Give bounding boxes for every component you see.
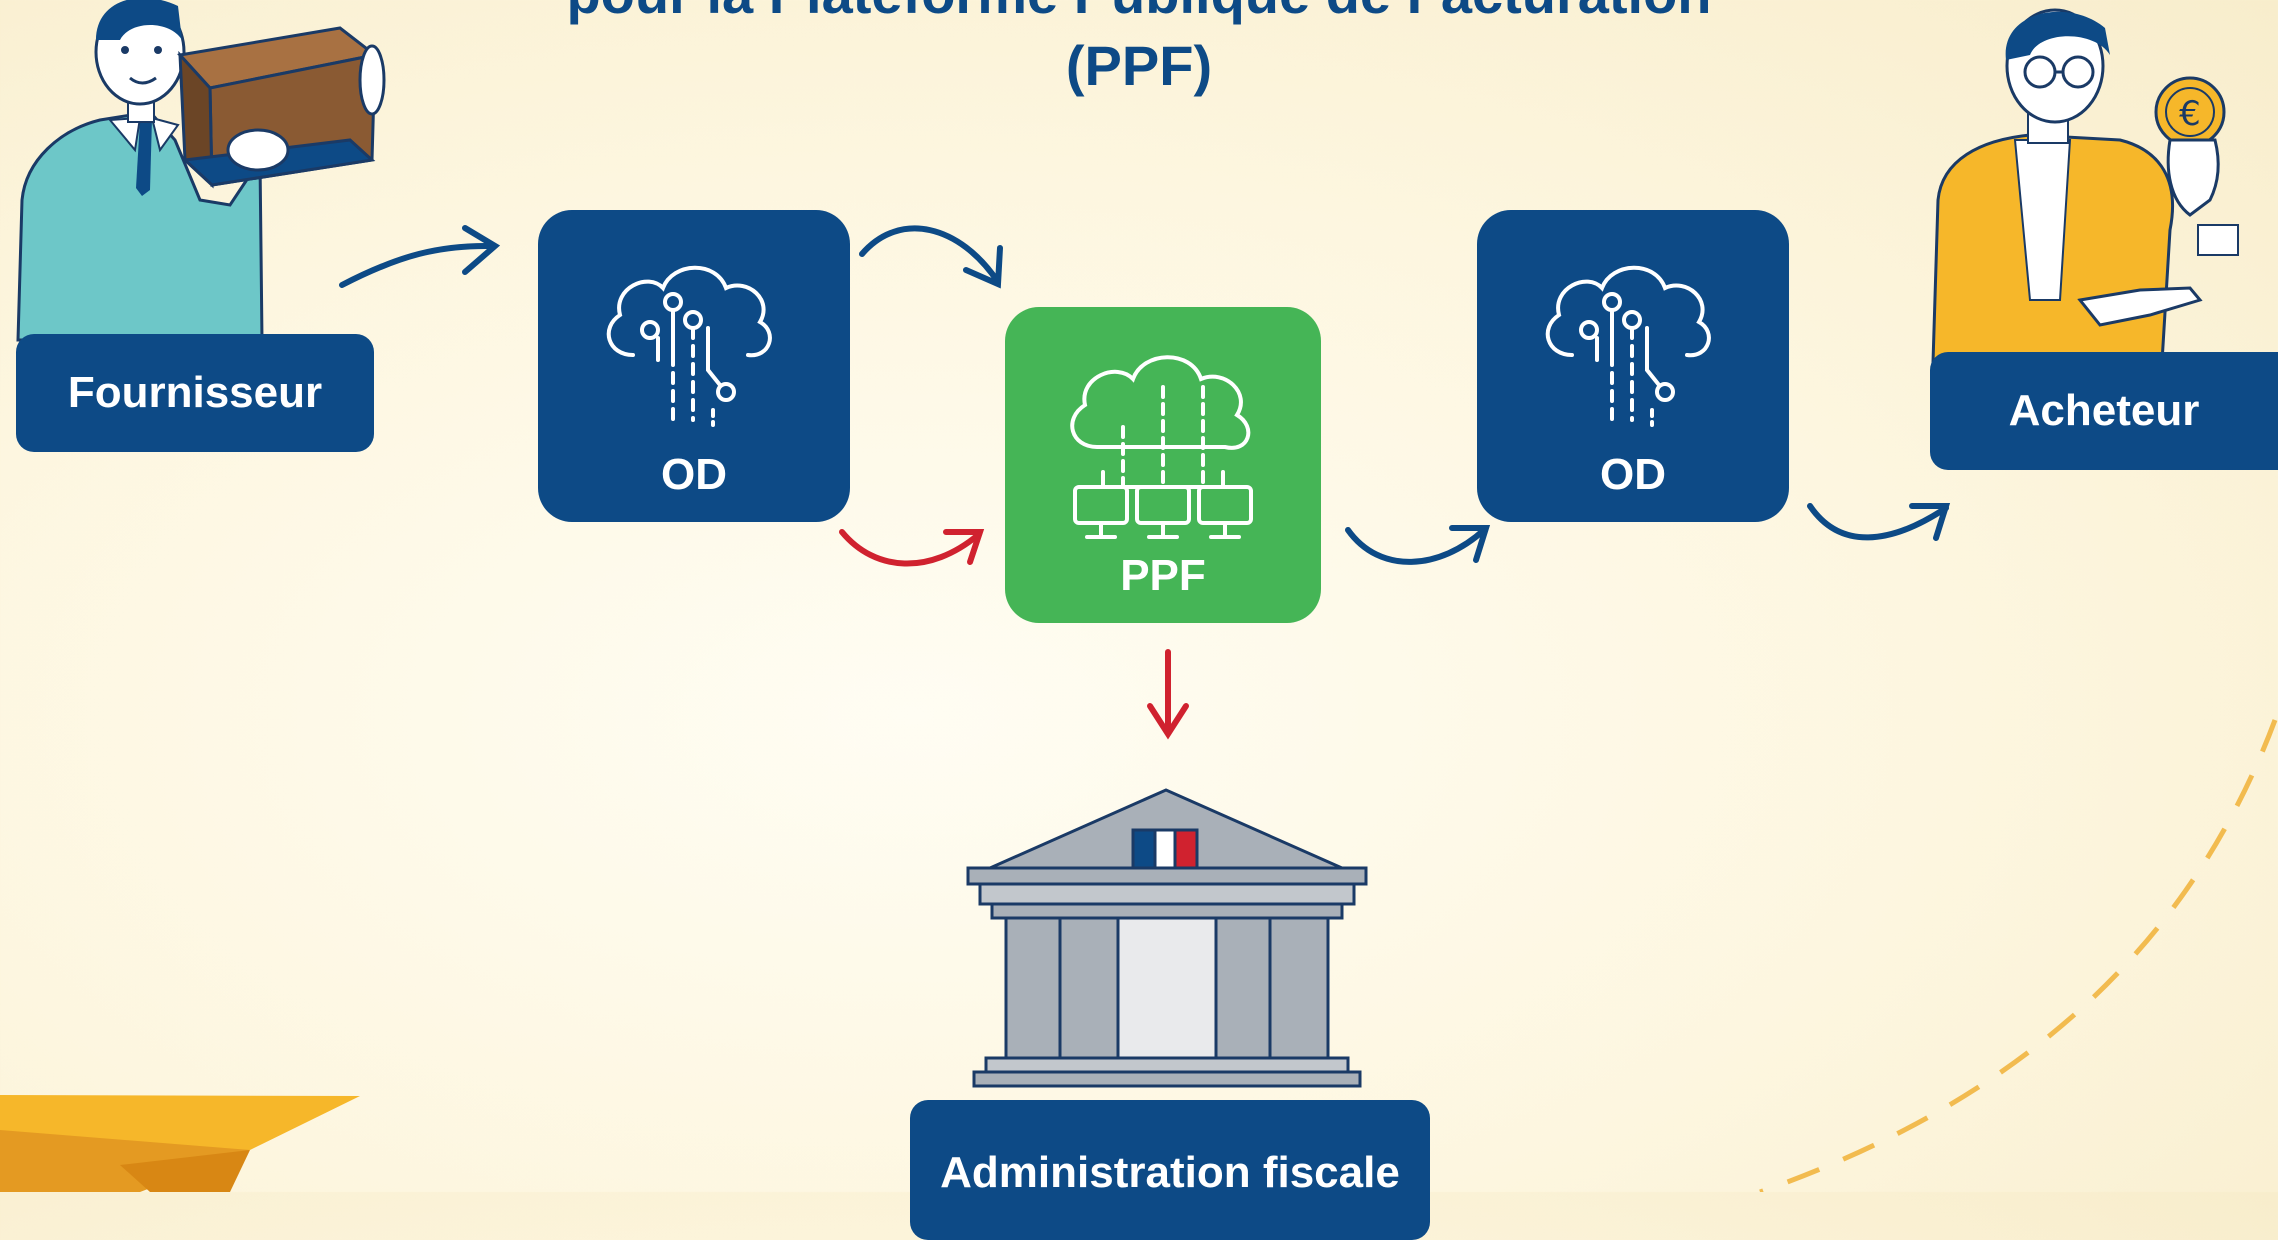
arrow-ppf-to-od <box>1345 527 1487 565</box>
arrow-supplier-to-od <box>339 242 495 288</box>
cloud-network-icon <box>1070 355 1253 539</box>
flow-arrows <box>339 225 1951 740</box>
od-right-node: OD <box>1477 210 1789 522</box>
page-title-line1: pour la Plateforme Publique de Facturati… <box>0 0 2278 26</box>
page-title-line2: (PPF) <box>1065 34 1213 97</box>
arrow-od-to-ppf-red <box>839 529 981 567</box>
od-left-node: OD <box>538 210 850 522</box>
cloud-circuit-icon <box>606 265 772 427</box>
arrow-od-to-buyer <box>1807 503 1949 541</box>
government-building-icon <box>966 788 1368 1088</box>
od-right-label: OD <box>1600 450 1666 499</box>
tax-administration-label: Administration fiscale <box>910 1100 1430 1240</box>
buyer-person-illustration: € <box>1930 8 2239 397</box>
dashed-curve <box>1759 719 2278 1192</box>
buyer-label: Acheteur <box>1930 352 2278 470</box>
supplier-label: Fournisseur <box>16 334 374 452</box>
supplier-person-illustration <box>16 0 386 342</box>
cloud-circuit-icon <box>1545 265 1711 427</box>
od-left-label: OD <box>661 450 727 499</box>
background-decorations <box>0 719 2278 1192</box>
paper-plane-icon <box>0 1095 360 1192</box>
ppf-label: PPF <box>1120 551 1206 600</box>
svg-text:€: € <box>2179 94 2201 134</box>
french-flag-icon <box>1131 828 1199 870</box>
arrow-od-to-ppf-blue <box>859 225 1001 285</box>
ppf-node: PPF <box>1005 307 1321 623</box>
